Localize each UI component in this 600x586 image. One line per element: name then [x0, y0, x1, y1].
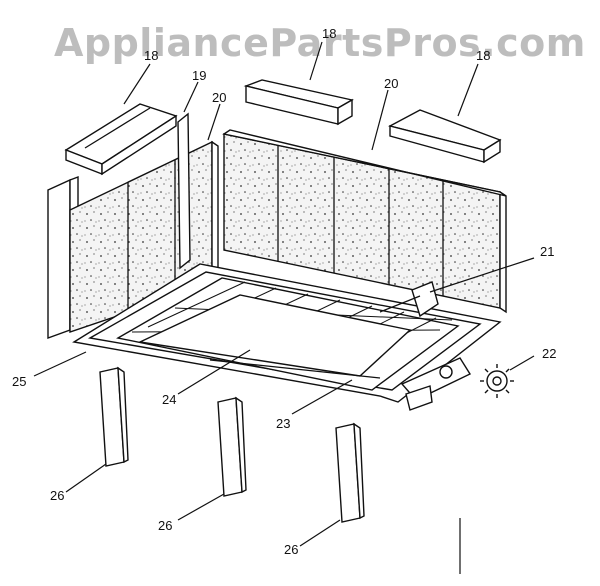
callout-25: 25 [12, 374, 26, 389]
burner-tube [137, 294, 412, 379]
callout-19: 19 [192, 68, 206, 83]
back-refractory-wall [222, 129, 507, 314]
top-log-right [388, 109, 502, 164]
support-leg-a [99, 366, 129, 467]
gear-part [480, 364, 514, 398]
support-leg-c [335, 422, 365, 523]
callout-20-left: 20 [212, 90, 226, 105]
callout-18-right: 18 [476, 48, 490, 63]
log-support-bracket [379, 281, 439, 318]
callout-18-left: 18 [144, 48, 158, 63]
callout-26-b: 26 [158, 518, 172, 533]
watermark-text: AppliancePartsPros.com [54, 21, 586, 65]
callout-18-middle: 18 [322, 26, 336, 41]
top-log-left [64, 103, 178, 176]
left-back-panel [177, 112, 191, 270]
support-leg-b [217, 396, 247, 497]
leader-lines [33, 41, 535, 574]
callout-24: 24 [162, 392, 176, 407]
callout-23: 23 [276, 416, 290, 431]
callout-21: 21 [540, 244, 554, 259]
callout-20-right: 20 [384, 76, 398, 91]
valve-fittings [400, 357, 472, 411]
callout-26-a: 26 [50, 488, 64, 503]
top-log-middle [243, 79, 354, 126]
callout-26-c: 26 [284, 542, 298, 557]
callout-22: 22 [542, 346, 556, 361]
